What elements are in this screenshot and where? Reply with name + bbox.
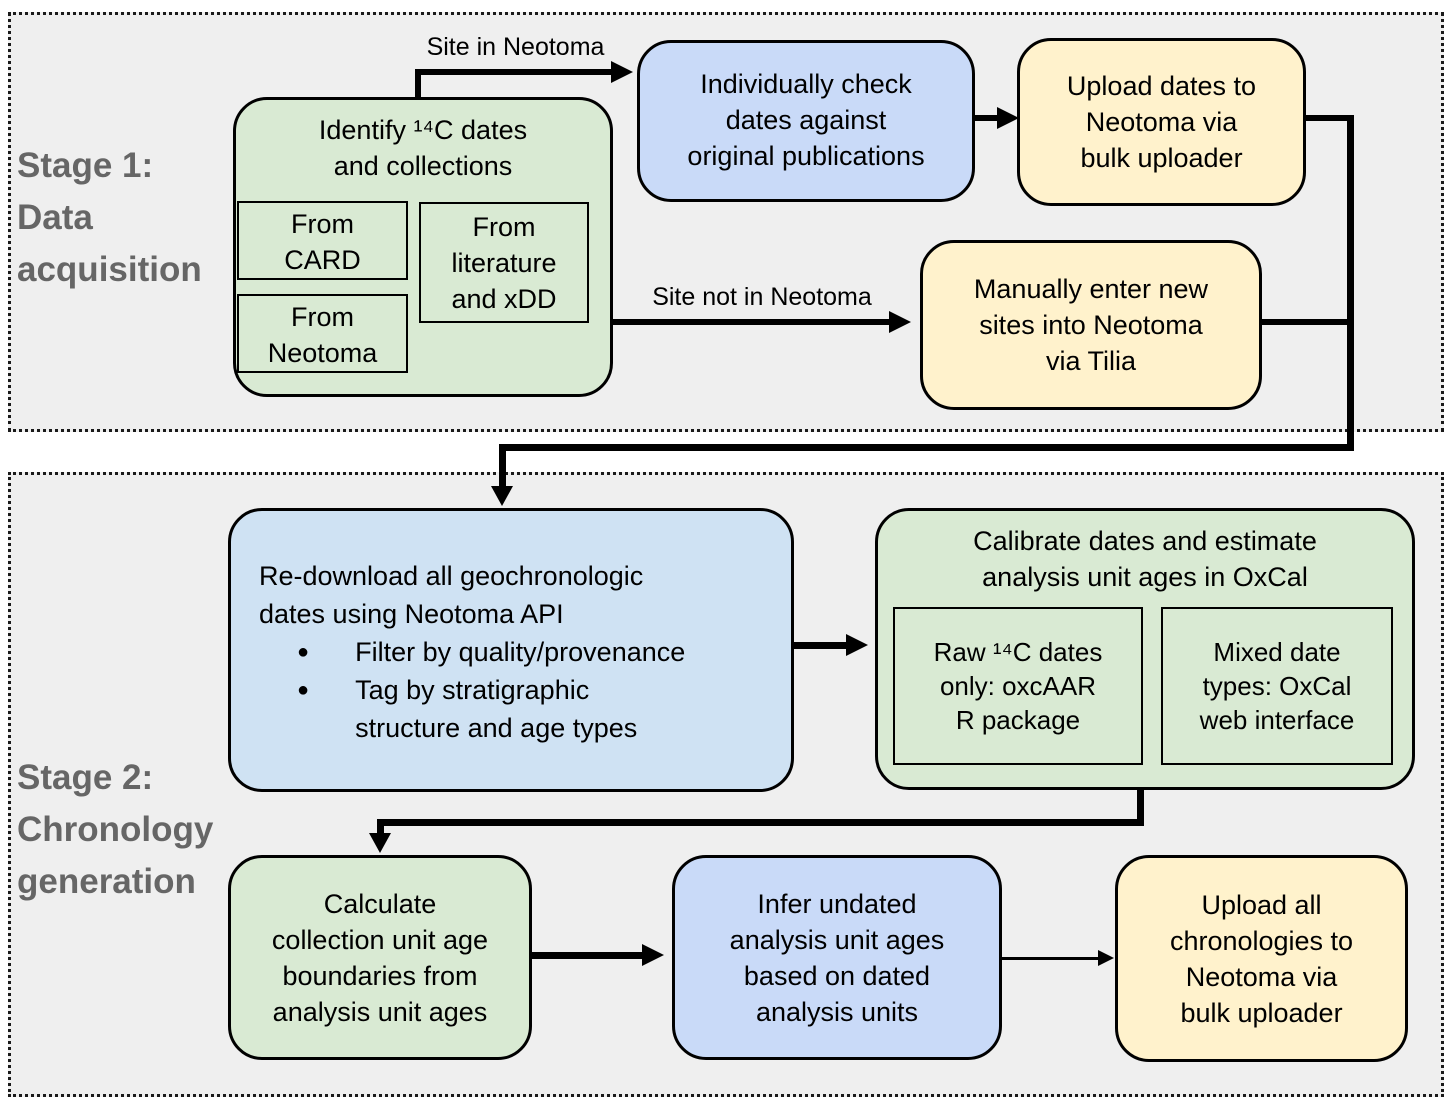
arrow-infer-to-upload-line: [1002, 957, 1098, 960]
node-identify-title: Identify ¹⁴C dates and collections: [318, 115, 528, 181]
arrow-right-rail: [1347, 115, 1354, 451]
arrow-redownload-to-calibrate-line: [794, 642, 846, 649]
node-calculate-label: Calculate collection unit age boundaries…: [271, 889, 489, 1027]
arrow-into-redownload-head: [491, 486, 513, 506]
node-from-neotoma-label: From Neotoma: [267, 302, 378, 368]
node-calculate: Calculate collection unit age boundaries…: [228, 855, 532, 1060]
node-manual-enter: Manually enter new sites into Neotoma vi…: [920, 240, 1262, 410]
node-from-neotoma: From Neotoma: [237, 294, 408, 373]
arrow-into-calculate-head: [369, 833, 391, 853]
arrow-upload-right-line: [1306, 115, 1354, 121]
node-raw-dates: Raw ¹⁴C dates only: oxcAAR R package: [893, 607, 1143, 765]
arrow-manual-right-line: [1262, 319, 1354, 325]
node-from-card: From CARD: [237, 201, 408, 280]
node-upload-chronologies: Upload all chronologies to Neotoma via b…: [1115, 855, 1408, 1062]
node-redownload-intro: Re-download all geochronologic dates usi…: [259, 561, 644, 629]
arrow-site-in-line: [415, 69, 611, 75]
stage1-label: Stage 1: Data acquisition: [17, 146, 202, 289]
node-infer-label: Infer undated analysis unit ages based o…: [729, 889, 945, 1027]
arrow-check-to-upload-line: [975, 115, 999, 121]
edge-label-site-not-in-neotoma: Site not in Neotoma: [652, 283, 872, 311]
node-from-literature: From literature and xDD: [419, 202, 589, 323]
arrow-calculate-to-infer-line: [532, 952, 642, 959]
bullet-icon: ●: [297, 641, 310, 663]
node-individually-check-label: Individually check dates against origina…: [687, 69, 925, 171]
redownload-bullet-1: ● Filter by quality/provenance: [259, 633, 791, 671]
node-mixed-dates-label: Mixed date types: OxCal web interface: [1199, 637, 1355, 735]
arrow-calculate-to-infer-head: [642, 944, 664, 966]
redownload-bullet-2-label: Tag by stratigraphic structure and age t…: [355, 675, 638, 743]
node-manual-enter-label: Manually enter new sites into Neotoma vi…: [973, 274, 1209, 376]
node-individually-check: Individually check dates against origina…: [637, 40, 975, 202]
arrow-identify-up-stub: [415, 69, 421, 100]
arrow-check-to-upload-head: [997, 107, 1019, 129]
arrow-calibrate-down-line: [1137, 790, 1144, 826]
arrow-site-not-in-line: [613, 319, 889, 325]
edge-label-site-in-neotoma: Site in Neotoma: [426, 33, 605, 61]
node-upload-dates: Upload dates to Neotoma via bulk uploade…: [1017, 38, 1306, 206]
arrow-site-in-head: [611, 61, 633, 83]
arrow-infer-to-upload-head: [1098, 950, 1114, 966]
node-from-literature-label: From literature and xDD: [451, 212, 557, 314]
redownload-bullet-2: ● Tag by stratigraphic structure and age…: [259, 671, 791, 747]
arrow-into-calculate-line: [377, 819, 384, 835]
node-from-card-label: From CARD: [284, 209, 361, 275]
node-upload-chronologies-label: Upload all chronologies to Neotoma via b…: [1169, 890, 1354, 1028]
node-infer: Infer undated analysis unit ages based o…: [672, 855, 1002, 1060]
arrow-into-redownload-line: [499, 444, 506, 486]
node-calibrate-title: Calibrate dates and estimate analysis un…: [973, 526, 1317, 592]
node-mixed-dates: Mixed date types: OxCal web interface: [1161, 607, 1393, 765]
stage2-label: Stage 2: Chronology generation: [17, 758, 214, 901]
node-redownload: Re-download all geochronologic dates usi…: [228, 508, 794, 792]
node-upload-dates-label: Upload dates to Neotoma via bulk uploade…: [1066, 71, 1257, 173]
bullet-icon: ●: [297, 679, 310, 701]
arrow-site-not-in-head: [889, 311, 911, 333]
arrow-redownload-to-calibrate-head: [846, 634, 868, 656]
arrow-calibrate-left-line: [377, 819, 1144, 826]
redownload-bullet-1-label: Filter by quality/provenance: [355, 637, 686, 667]
arrow-stage-crossover-line: [499, 444, 1354, 451]
node-raw-dates-label: Raw ¹⁴C dates only: oxcAAR R package: [933, 637, 1103, 735]
